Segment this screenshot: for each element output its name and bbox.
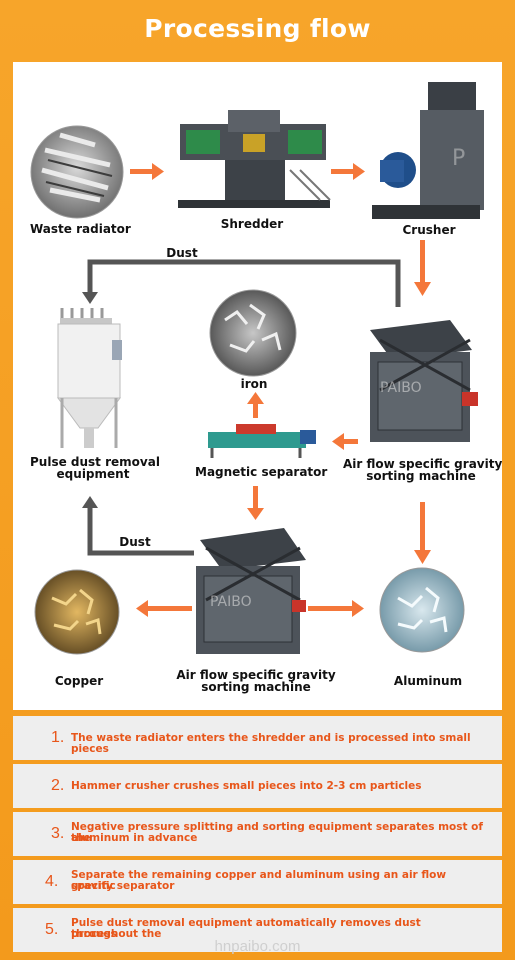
label-dust-bottom: Dust: [119, 535, 151, 549]
step-text-line2: process: [71, 928, 117, 940]
step-number: 2.: [51, 777, 65, 794]
label-waste-radiator: Waste radiator: [30, 222, 131, 236]
label-crusher: Crusher: [402, 223, 456, 237]
steps-list: 1. The waste radiator enters the shredde…: [13, 712, 502, 954]
step-text-line2: gravity separator: [71, 880, 175, 892]
step-text-line1: Pulse dust removal equipment automatical…: [71, 917, 421, 940]
flow-diagram: P PAIBO: [30, 82, 484, 655]
pulse-dust-removal-image: [57, 308, 122, 448]
page-title: Processing flow: [144, 14, 371, 43]
waste-radiator-image: [30, 125, 124, 219]
svg-text:P: P: [452, 146, 465, 171]
step-text-line1: Negative pressure splitting and sorting …: [71, 821, 483, 844]
label-iron: iron: [240, 377, 268, 391]
step-3: 3. Negative pressure splitting and sorti…: [13, 812, 502, 856]
step-number: 5.: [45, 921, 59, 938]
copper-image: [34, 569, 120, 655]
step-4: 4. Separate the remaining copper and alu…: [13, 860, 502, 904]
brand-watermark-2: PAIBO: [210, 594, 252, 610]
shredder-image: [178, 110, 331, 208]
label-copper: Copper: [54, 674, 104, 688]
step-number: 1.: [51, 729, 65, 746]
label-air-flow-2-line2: sorting machine: [201, 680, 311, 694]
step-number: 3.: [51, 825, 65, 842]
step-1: 1. The waste radiator enters the shredde…: [13, 716, 502, 760]
step-text-line1: Separate the remaining copper and alumin…: [71, 869, 447, 892]
gray-dust-arrows: [82, 259, 401, 556]
label-magnetic-separator: Magnetic separator: [195, 465, 328, 479]
label-air-flow-1-line1: Air flow specific gravity: [343, 457, 503, 471]
air-flow-sorting-machine-1-image: PAIBO: [370, 320, 478, 442]
air-flow-sorting-machine-2-image: PAIBO: [196, 528, 306, 654]
label-aluminum: Aluminum: [393, 674, 463, 688]
iron-image: [209, 289, 297, 377]
step-5: 5. Pulse dust removal equipment automati…: [13, 908, 502, 952]
label-shredder: Shredder: [220, 217, 284, 231]
label-dust-top: Dust: [166, 246, 198, 260]
watermark: hnpaibo.com: [214, 938, 301, 955]
step-text-line1: Hammer crusher crushes small pieces into…: [71, 780, 422, 792]
aluminum-image: [379, 567, 465, 653]
label-air-flow-1-line2: sorting machine: [366, 469, 476, 483]
label-pulse-dust-line2: equipment: [56, 467, 130, 481]
step-2: 2. Hammer crusher crushes small pieces i…: [13, 764, 502, 808]
brand-watermark-1: PAIBO: [380, 380, 422, 396]
label-air-flow-2-line1: Air flow specific gravity: [176, 668, 336, 682]
step-text-line2: aluminum in advance: [71, 832, 198, 844]
magnetic-separator-image: [208, 424, 316, 458]
label-pulse-dust-line1: Pulse dust removal: [30, 455, 160, 469]
step-number: 4.: [45, 873, 59, 890]
crusher-image: P: [372, 82, 484, 219]
orange-arrows: [130, 163, 431, 617]
step-text-line1: The waste radiator enters the shredder a…: [71, 732, 471, 755]
